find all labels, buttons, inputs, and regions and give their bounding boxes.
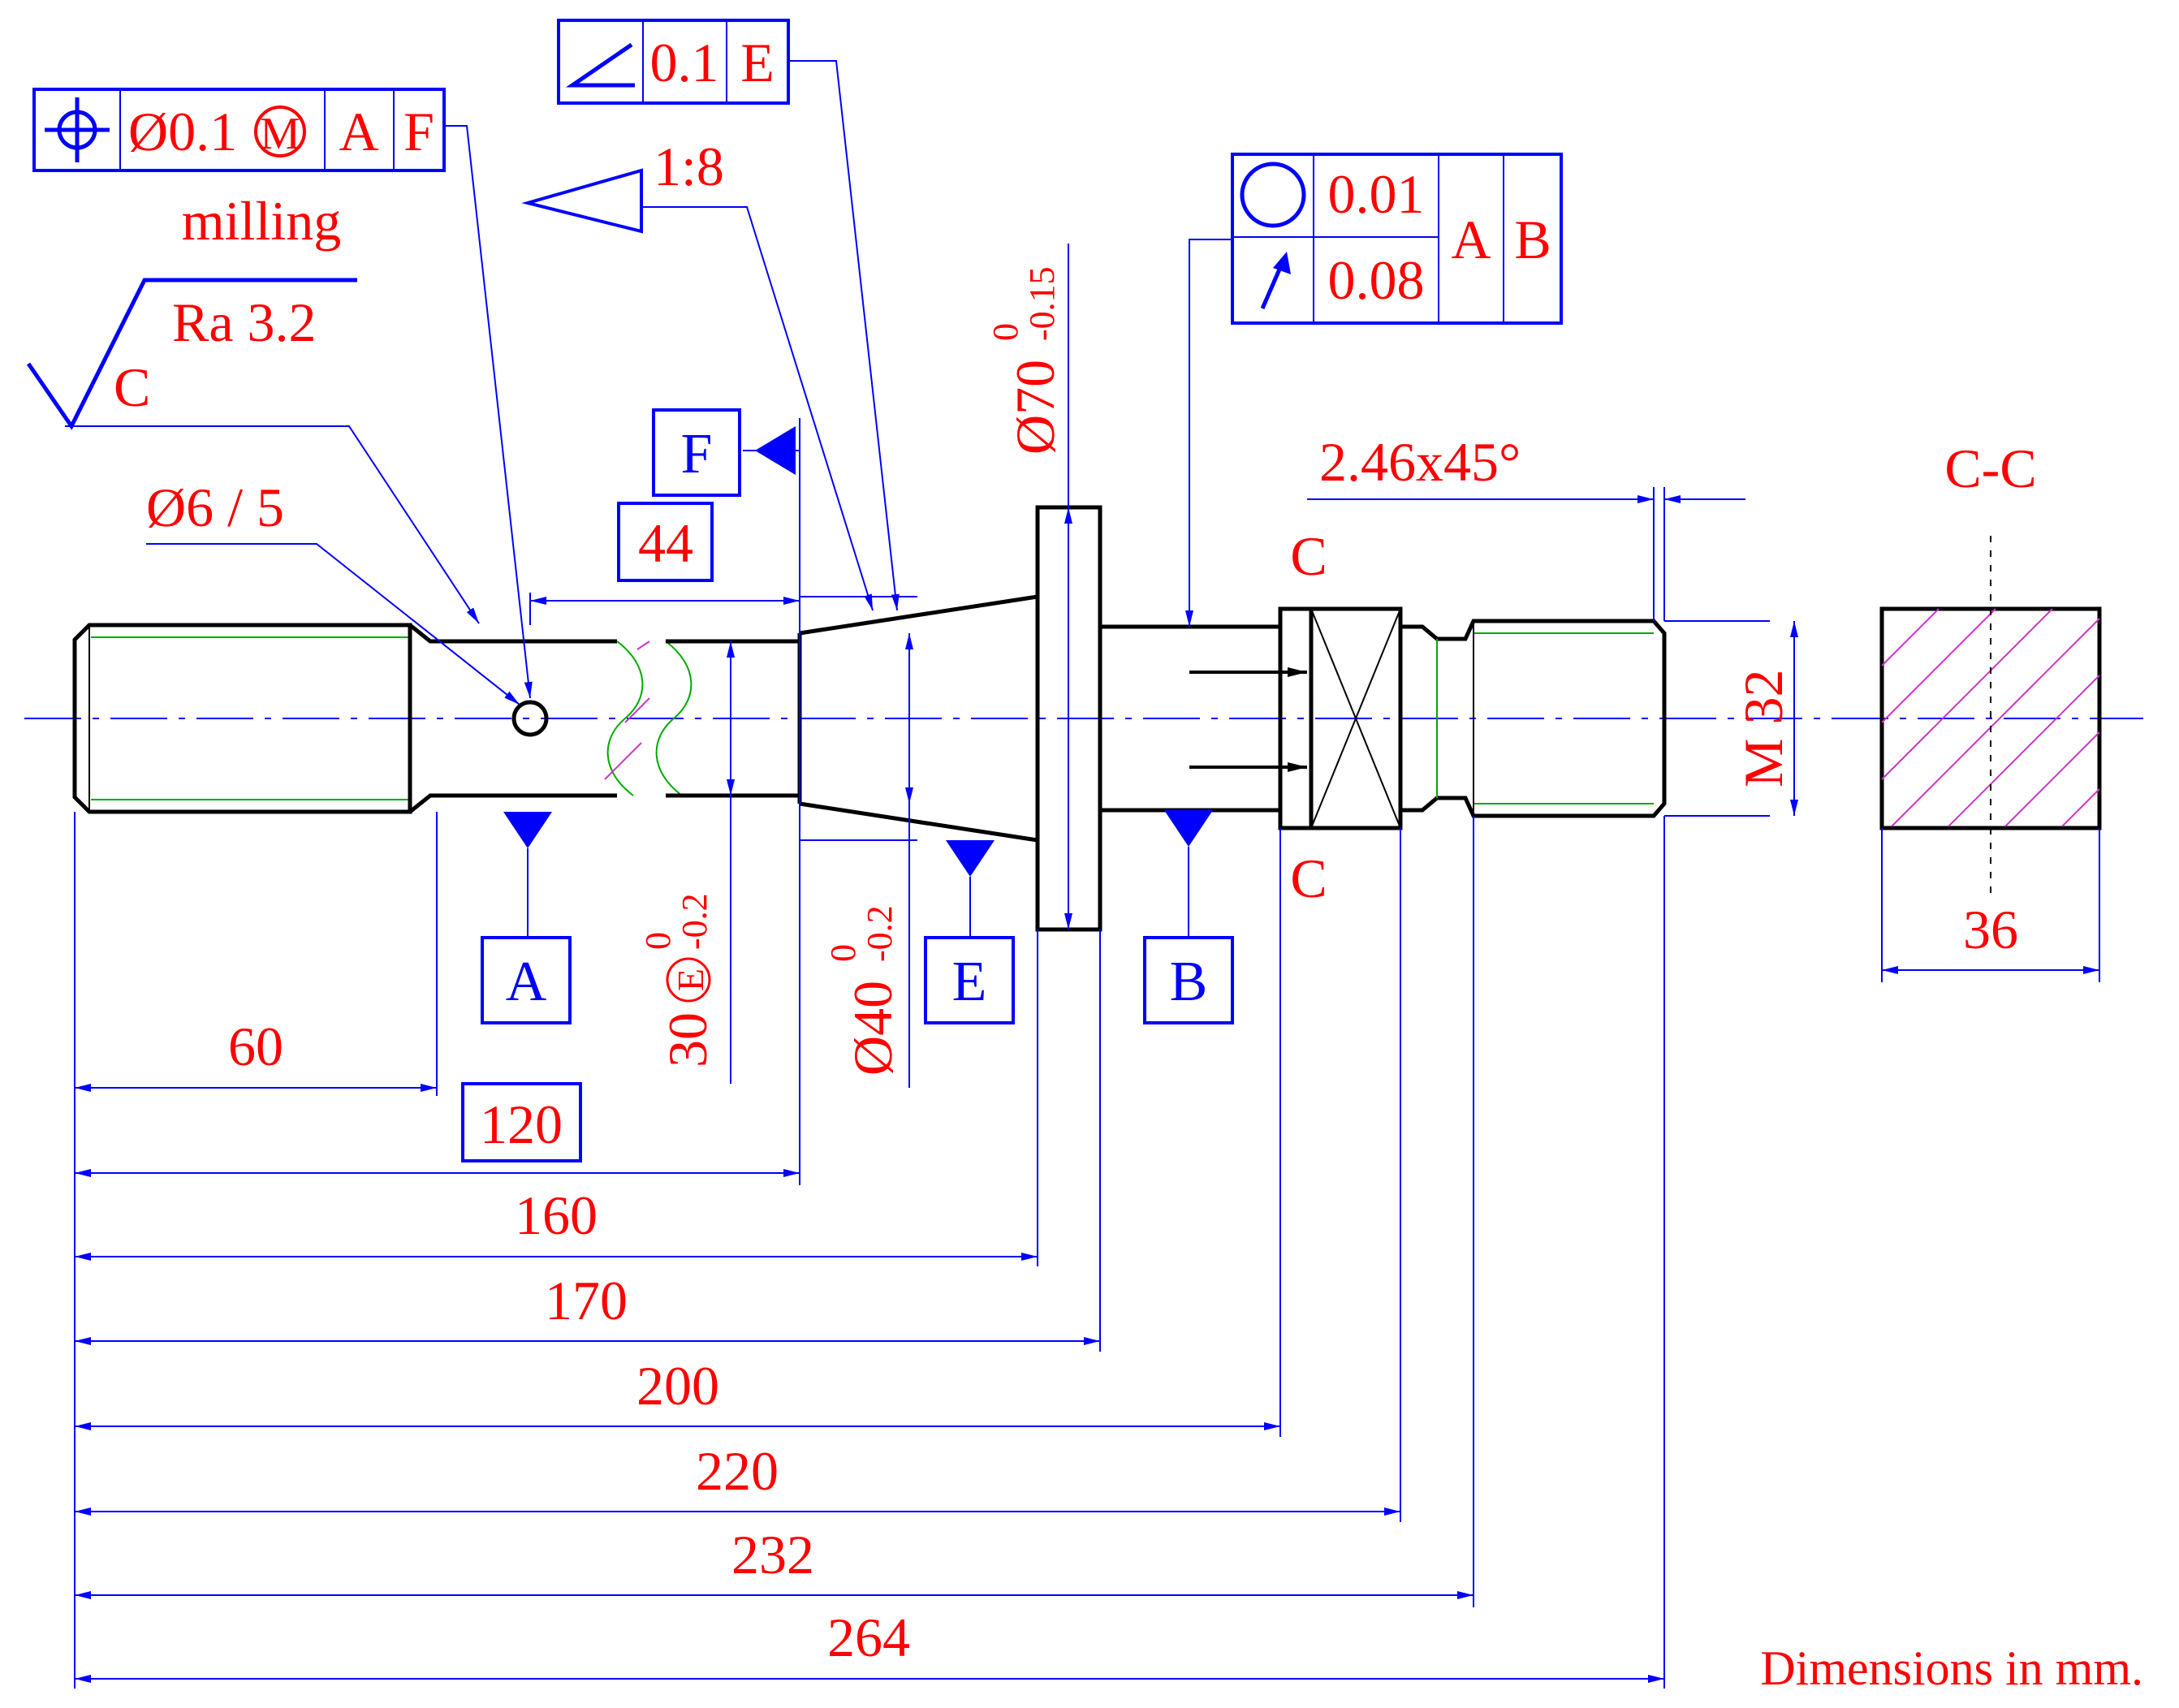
runout-datum-b: B [1514, 209, 1551, 270]
leader-lines [65, 60, 1232, 705]
circularity-tolerance: 0.01 [1328, 163, 1425, 225]
dim-220: 220 [696, 1440, 779, 1502]
diameter-40-label: Ø40 0 -0.2 [823, 905, 904, 1076]
units-note: Dimensions in mm. [1760, 1641, 2143, 1695]
dim-170: 170 [545, 1270, 628, 1331]
datum-f-label: F [681, 423, 713, 485]
svg-text:M: M [260, 109, 300, 159]
datum-e-label: E [952, 951, 987, 1013]
svg-text:30: 30 [657, 1012, 718, 1068]
svg-text:0: 0 [823, 944, 863, 962]
dim-160: 160 [515, 1184, 598, 1246]
hole-callout: Ø6 / 5 [146, 477, 284, 538]
svg-text:E: E [670, 968, 711, 991]
dim-264: 264 [827, 1607, 910, 1668]
svg-text:-0.2: -0.2 [675, 893, 714, 950]
section-width: 36 [1963, 899, 2018, 960]
surface-roughness: Ra 3.2 [172, 291, 317, 353]
svg-text:0: 0 [986, 323, 1025, 341]
runout-tolerance: 0.08 [1328, 249, 1425, 311]
section-hatch [1881, 608, 2100, 827]
chamfer-label: 2.46x45° [1319, 431, 1521, 493]
section-title: C-C [1944, 438, 2036, 499]
dim-200: 200 [636, 1355, 719, 1417]
angularity-datum: E [740, 32, 775, 93]
datum-features [481, 408, 1234, 1024]
roundness-runout-frame: 0.01 0.08 A B [1231, 153, 1563, 325]
svg-text:Ø40: Ø40 [842, 981, 904, 1076]
dim-232: 232 [731, 1524, 814, 1585]
surface-process: milling [182, 190, 341, 252]
dimension-geometry [74, 244, 2100, 1689]
basic-120-box [461, 1082, 582, 1162]
basic-44-box [617, 502, 714, 582]
dim-44: 44 [638, 512, 693, 574]
runout-datum-a: A [1451, 209, 1491, 270]
section-mark-bottom: C [1290, 848, 1327, 909]
section-view [1879, 536, 2102, 901]
dim-120: 120 [480, 1093, 563, 1155]
taper-ratio: 1:8 [654, 136, 724, 197]
angularity-tolerance: 0.1 [650, 32, 719, 93]
cross-hole [511, 700, 549, 737]
surface-finish-symbol: milling Ra 3.2 C [26, 190, 357, 430]
position-datum-a: A [339, 101, 378, 162]
angularity-frame: 0.1 E [557, 19, 790, 105]
thread-label: M 32 [1732, 670, 1794, 787]
position-datum-f: F [403, 101, 434, 162]
break-line-right [655, 640, 693, 796]
position-icon [45, 97, 110, 162]
square-section [1278, 606, 1403, 830]
mmc-modifier-icon: M [254, 106, 306, 159]
circular-runout-icon [1260, 252, 1291, 309]
svg-text:-0.15: -0.15 [1022, 266, 1062, 341]
position-frame: Ø0.1 M A F [32, 88, 446, 172]
svg-text:Ø70: Ø70 [1004, 360, 1066, 455]
dim-60: 60 [228, 1016, 283, 1077]
taper-callout: 1:8 [521, 136, 724, 234]
svg-text:-0.2: -0.2 [860, 905, 900, 962]
svg-text:0: 0 [638, 932, 678, 950]
position-tolerance: Ø0.1 [128, 101, 237, 162]
svg-text:M 32: M 32 [1732, 670, 1794, 787]
datum-a-label: A [506, 951, 547, 1013]
diameter-30-label: 30 E 0 -0.2 [638, 893, 718, 1068]
angularity-icon [565, 42, 635, 88]
datum-b-label: B [1170, 951, 1208, 1013]
diameter-70-label: Ø70 0 -0.15 [986, 266, 1066, 455]
section-mark-top: C [1290, 525, 1327, 587]
section-arrows [1189, 667, 1307, 772]
surface-letter: C [114, 356, 150, 418]
circularity-icon [1240, 162, 1306, 228]
taper-icon [521, 168, 643, 234]
